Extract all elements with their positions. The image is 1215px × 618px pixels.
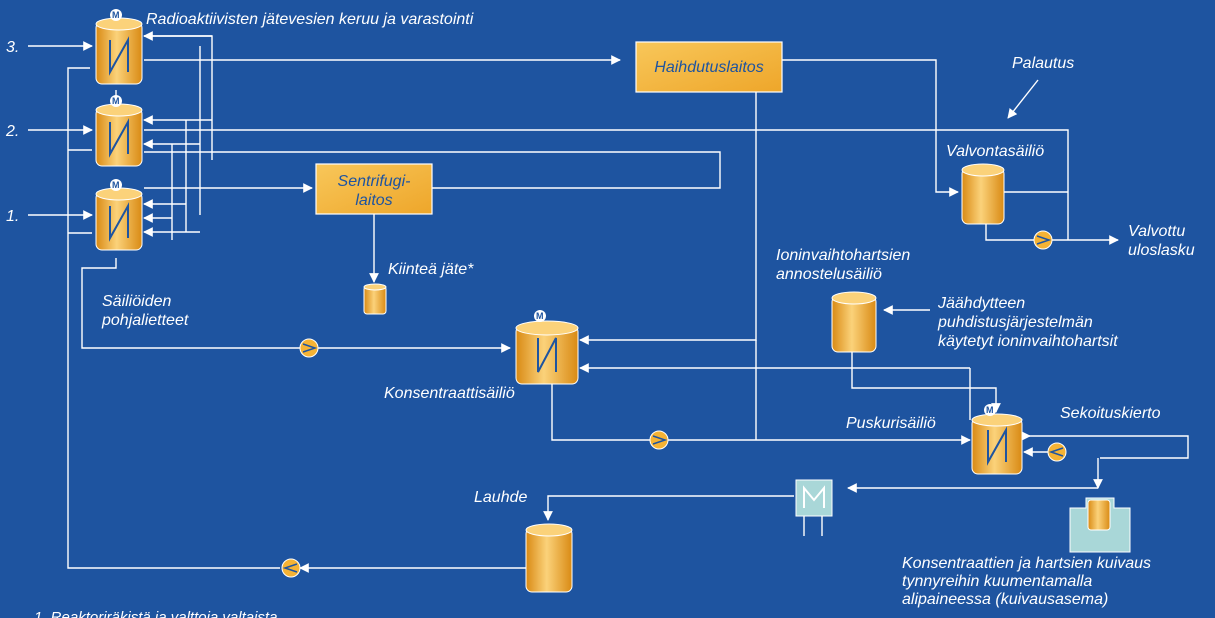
sludge-label-2: pohjalietteet [101,312,189,329]
pump-icon [281,558,301,578]
input-3-label: 3. [6,39,19,56]
collection-tank-1: M [95,179,143,251]
motor-icon [110,9,122,21]
drying-label-1: Konsentraattien ja hartsien kuivaus [902,555,1151,572]
drying-station-icon [1069,497,1131,553]
svg-text:M: M [112,180,120,190]
collection-label: Radioaktiivisten jätevesien keruu ja var… [146,11,474,28]
mixing-loop-label: Sekoituskierto [1060,405,1161,422]
svg-text:Haihdutuslaitos: Haihdutuslaitos [654,59,763,76]
pump-icon [299,338,319,358]
sludge-label-1: Säiliöiden [102,293,171,310]
svg-text:M: M [536,311,544,321]
condenser-icon [795,479,833,517]
svg-text:M: M [986,405,994,415]
coolant-label-2: puhdistusjärjestelmän [937,314,1093,331]
svg-text:M: M [112,10,120,20]
coolant-label-1: Jäähdytteen [937,295,1025,312]
monitoring-tank [961,163,1005,225]
centrifuge-plant: Sentrifugi- laitos [315,163,433,215]
evaporation-plant: Haihdutuslaitos [635,41,783,93]
concentrate-tank-label: Konsentraattisäiliö [384,385,515,402]
pump-icon [649,430,669,450]
pump-icon [1047,442,1067,462]
resin-tank-label-2: annostelusäiliö [776,266,882,283]
drying-label-2: tynnyreihin kuumentamalla [902,573,1092,590]
coolant-label-3: käytetyt ioninvaihtohartsit [938,333,1118,350]
drying-label-3: alipaineessa (kuivausasema) [902,591,1108,608]
svg-text:Sentrifugi-: Sentrifugi- [338,173,411,190]
resin-tank-label-1: Ioninvaihtohartsien [776,247,910,264]
solid-waste-label: Kiinteä jäte* [388,261,474,278]
monitoring-tank-label: Valvontasäiliö [946,143,1044,160]
condensate-tank [525,523,573,593]
collection-tank-2: M [95,95,143,167]
solid-waste-drum [363,283,387,315]
monitored-discharge-label-1: Valvottu [1128,223,1185,240]
return-label: Palautus [1012,55,1074,72]
condensate-label: Lauhde [474,489,527,506]
resin-dosing-tank [831,291,877,353]
svg-text:M: M [112,96,120,106]
piping [28,31,1189,573]
motor-icon [984,404,996,416]
buffer-tank-label: Puskurisäiliö [846,415,936,432]
input-2-label: 2. [5,123,19,140]
motor-icon [110,179,122,191]
pumps [281,230,1067,578]
pump-icon [1033,230,1053,250]
collection-tank-3: M [95,9,143,85]
svg-text:laitos: laitos [355,192,392,209]
concentrate-tank: M [515,310,579,385]
input-1-label: 1. [6,208,19,225]
buffer-tank: M [971,404,1023,475]
motor-icon [110,95,122,107]
motor-icon [534,310,546,322]
monitored-discharge-label-2: uloslasku [1128,242,1195,259]
footnote: 1. Reaktoriräkistä ja valttoja valtaista [34,609,277,618]
